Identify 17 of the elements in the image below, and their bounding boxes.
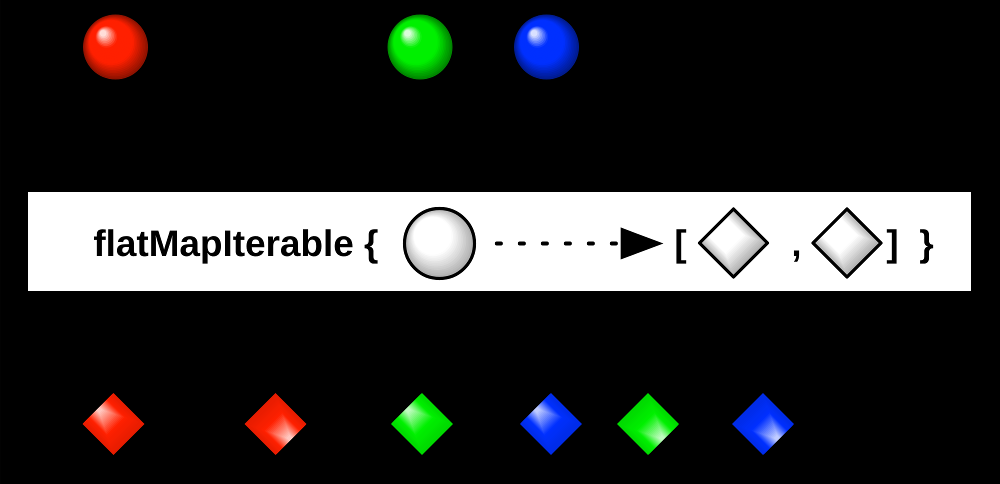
ball bbox=[514, 14, 579, 80]
diamond bbox=[811, 207, 883, 279]
closing-brace: } bbox=[920, 229, 934, 264]
diamond bbox=[520, 393, 582, 455]
diamond bbox=[617, 393, 679, 455]
closing-bracket: ] bbox=[886, 229, 897, 264]
diamond bbox=[82, 393, 144, 455]
ball bbox=[388, 14, 452, 80]
diamond bbox=[732, 393, 794, 455]
operator-name: flatMapIterable { bbox=[94, 229, 378, 264]
diamond bbox=[244, 393, 306, 455]
ball bbox=[402, 206, 476, 280]
comma: , bbox=[794, 250, 800, 262]
opening-bracket: [ bbox=[676, 229, 686, 264]
ball bbox=[83, 14, 148, 80]
diamond bbox=[391, 393, 453, 455]
diamond bbox=[698, 207, 770, 279]
